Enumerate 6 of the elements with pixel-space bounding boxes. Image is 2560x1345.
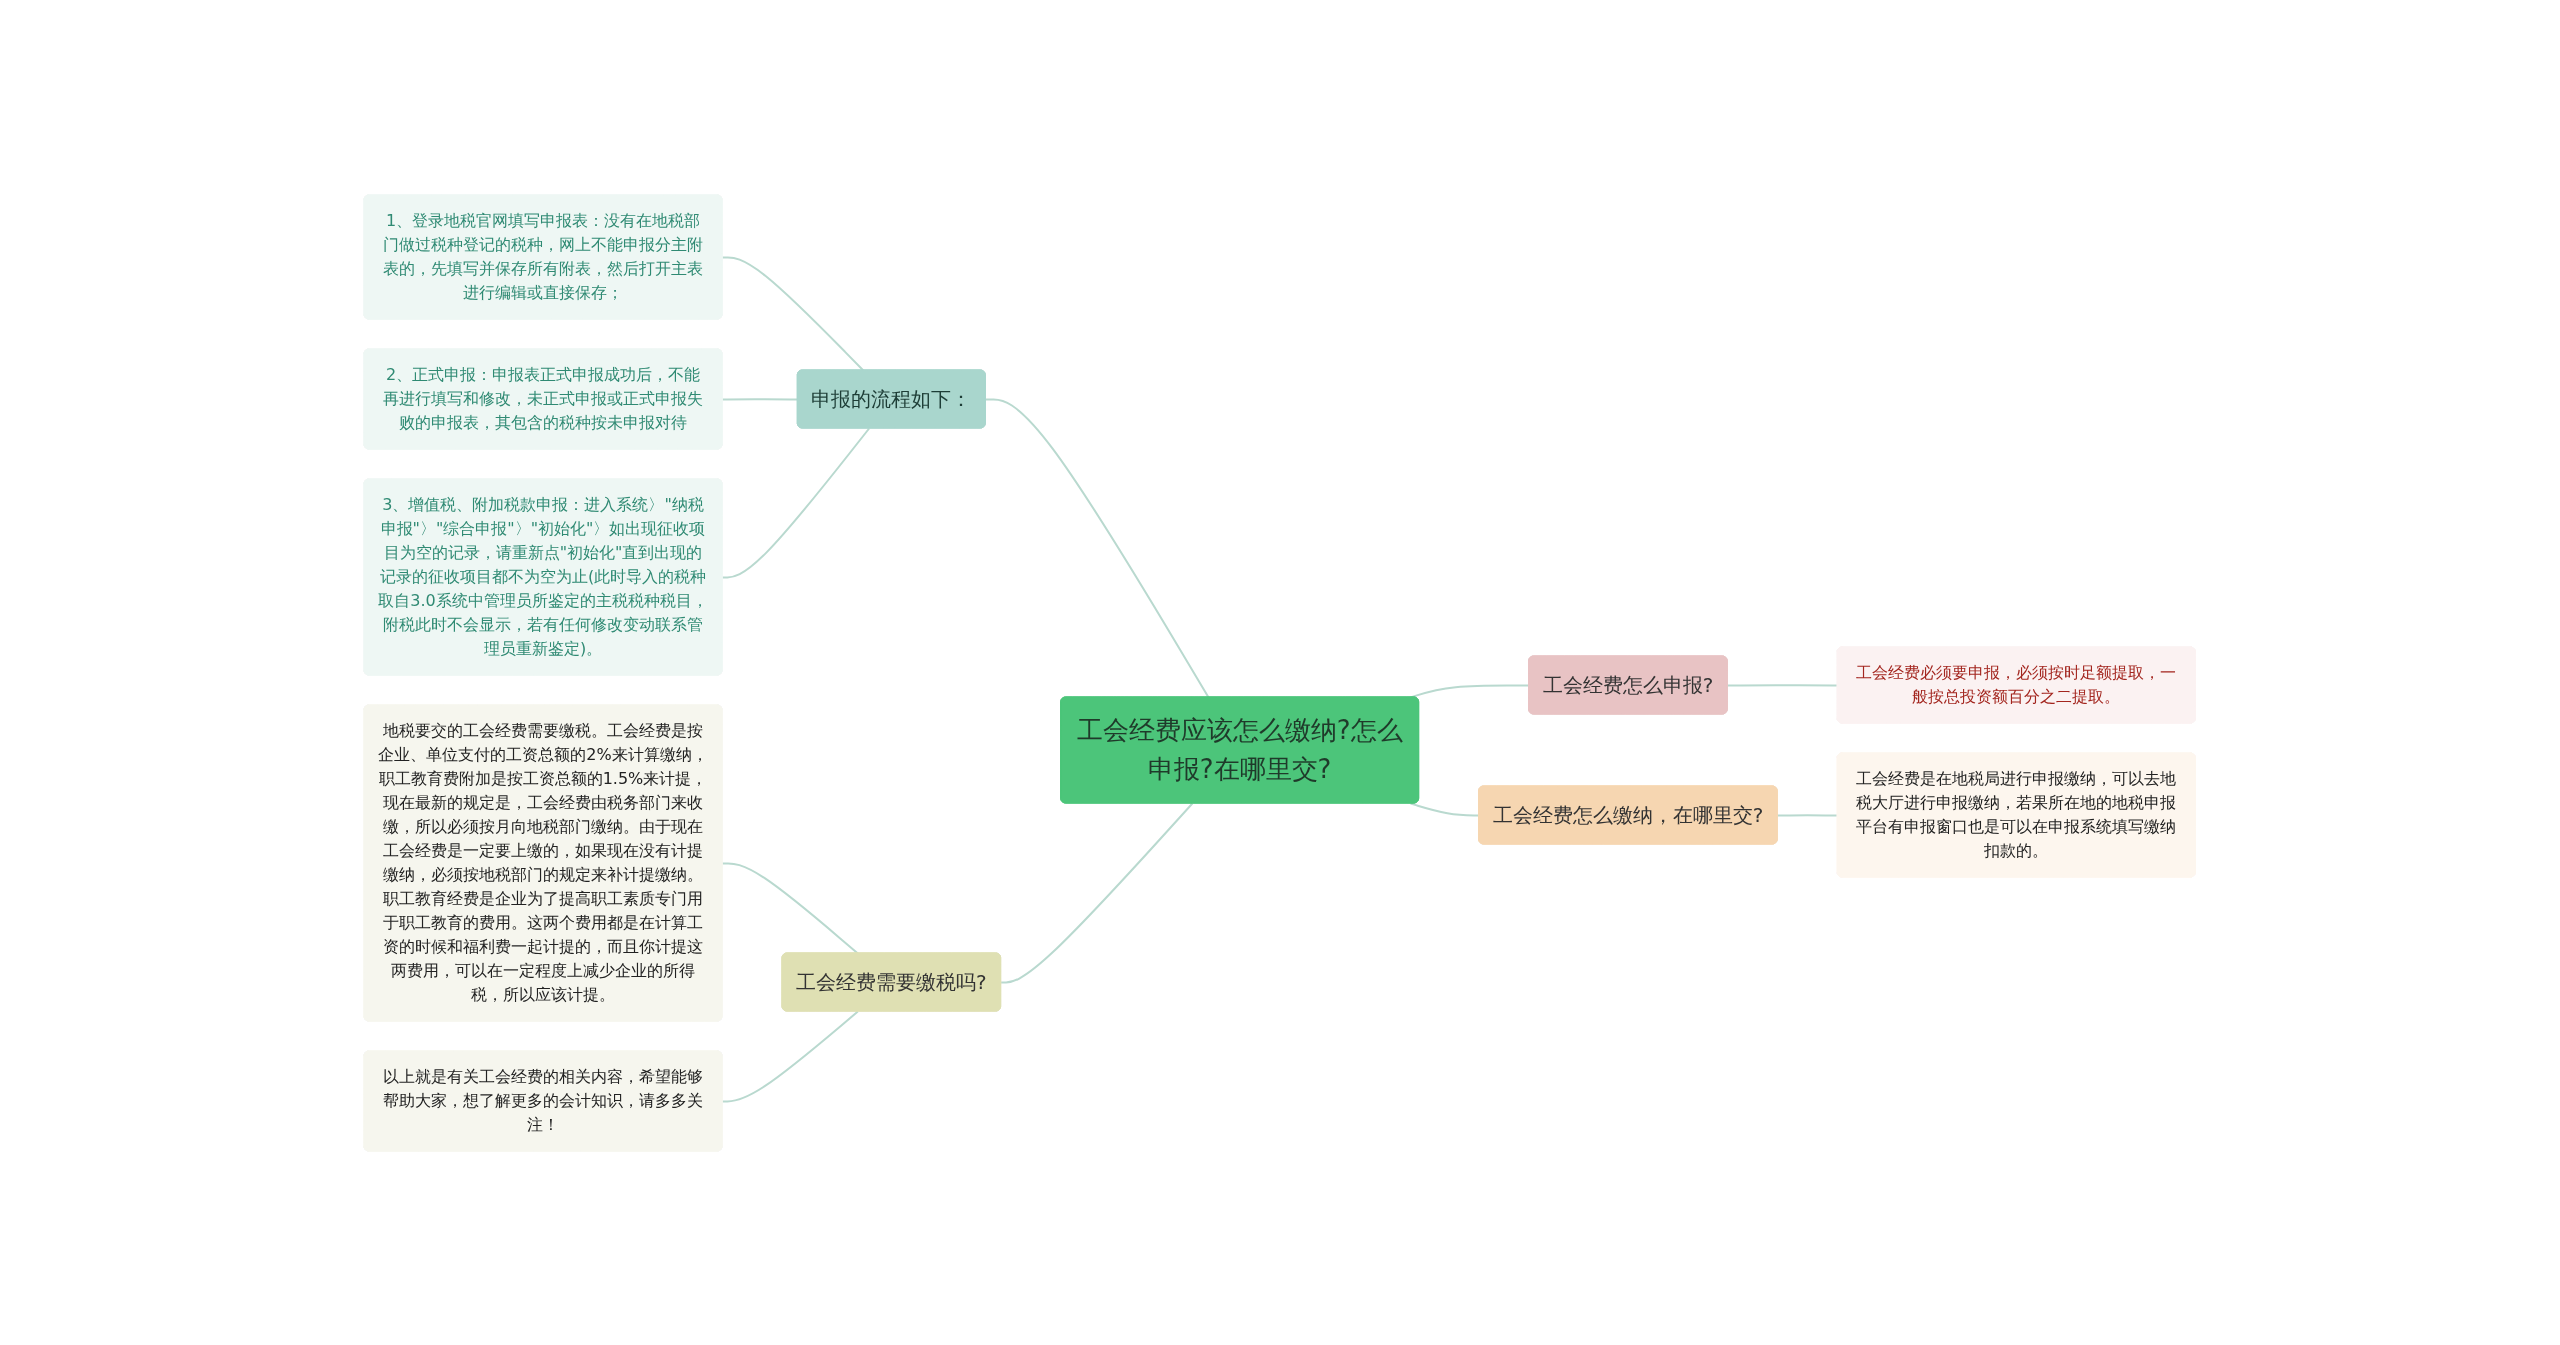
connector: [721, 427, 871, 578]
connector: [985, 397, 1210, 698]
connector: [721, 1010, 860, 1102]
connector: [721, 255, 865, 371]
connector: [1409, 802, 1481, 816]
connector: [1000, 802, 1194, 983]
